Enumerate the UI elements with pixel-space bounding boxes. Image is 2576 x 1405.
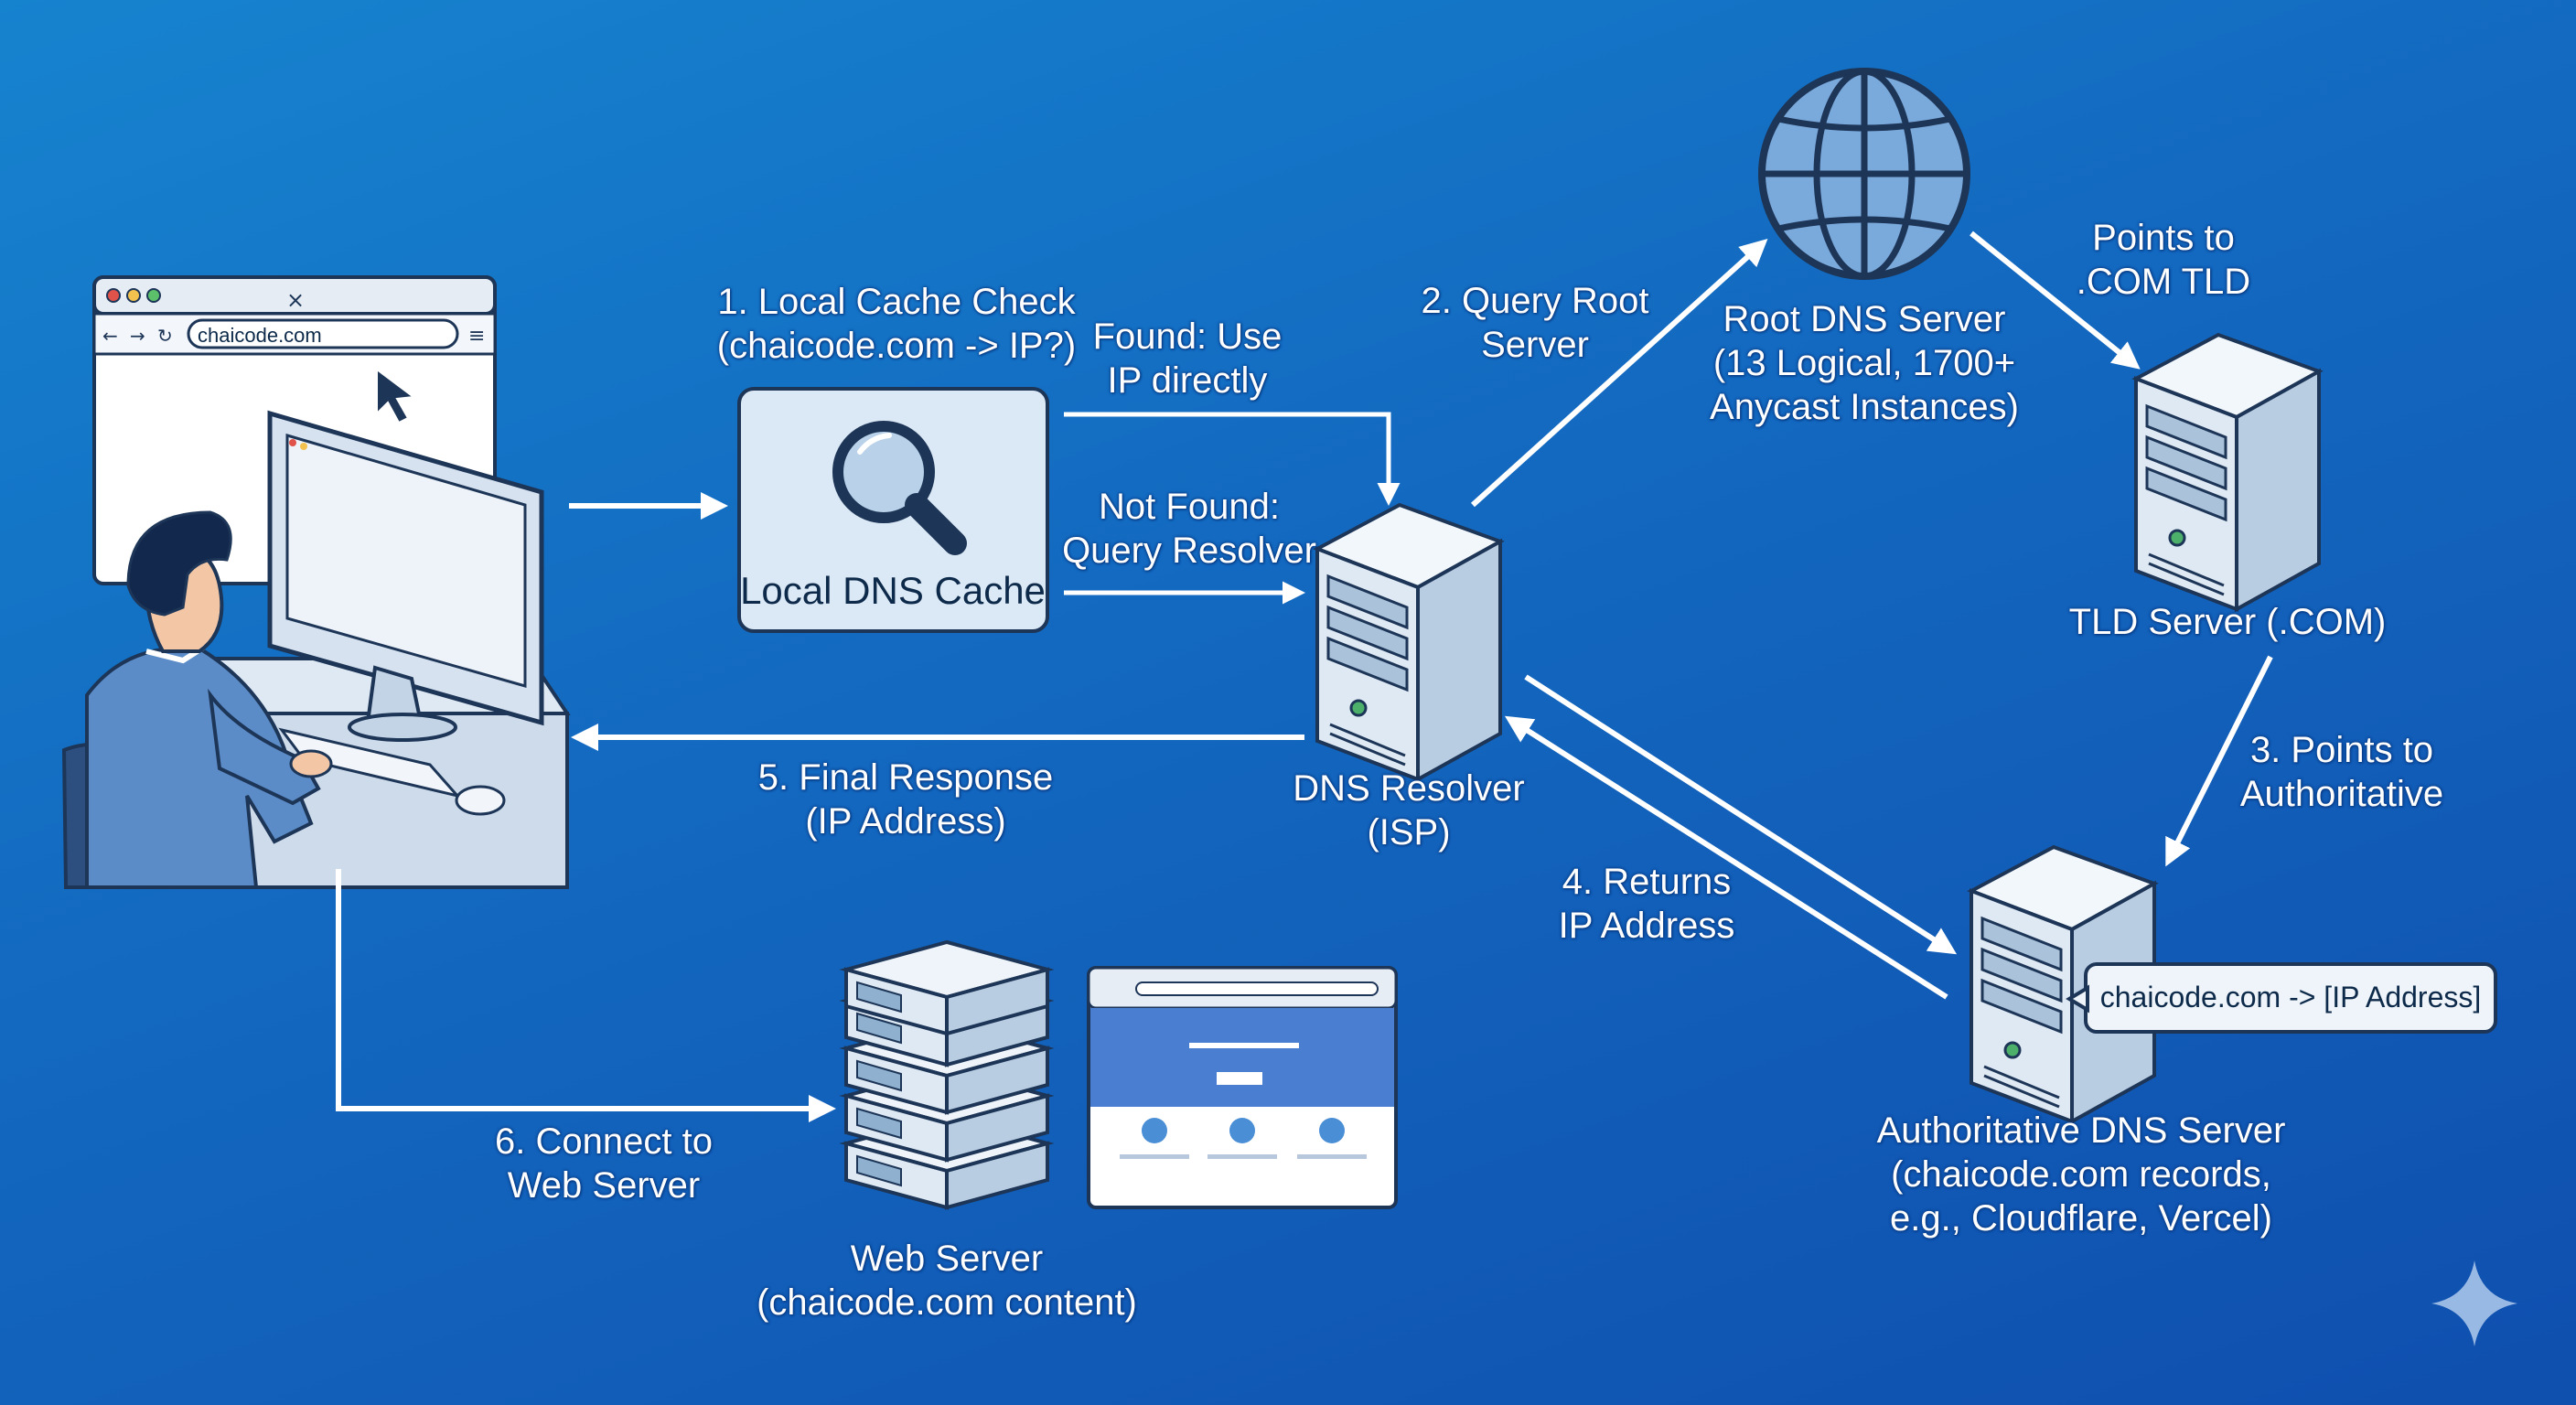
browser-url: chaicode.com <box>198 324 322 347</box>
points-tld-label: Points to .COM TLD <box>2076 218 2251 302</box>
monitor-icon <box>267 410 544 742</box>
authoritative-server-label: Authoritative DNS Server (chaicode.com r… <box>1876 1110 2286 1239</box>
resolver-label: DNS Resolver (ISP) <box>1293 768 1525 853</box>
record-callout-text: chaicode.com -> [IP Address] <box>2100 981 2482 1014</box>
svg-text:×: × <box>286 287 305 313</box>
step3-label: 3. Points to Authoritative <box>2239 730 2444 814</box>
step5-label: 5. Final Response (IP Address) <box>757 757 1054 842</box>
web-server-label: Web Server (chaicode.com content) <box>757 1239 1137 1323</box>
arrow-resolver-to-root <box>1470 238 1768 508</box>
globe-icon <box>1758 68 1970 280</box>
arrow-tld-to-authoritative <box>2165 655 2273 867</box>
not-found-label: Not Found: Query Resolver <box>1062 487 1316 571</box>
svg-text:→: → <box>130 325 145 347</box>
server-stack-icon <box>844 940 1049 1209</box>
local-dns-cache-label: Local DNS Cache <box>740 569 1046 612</box>
magnifier-icon <box>832 421 967 555</box>
svg-text:←: ← <box>102 325 118 347</box>
arrow-root-to-tld <box>1970 231 2141 370</box>
root-server-label: Root DNS Server (13 Logical, 1700+ Anyca… <box>1710 299 2019 427</box>
arrow-authoritative-to-resolver <box>1504 715 1948 1000</box>
user-icon <box>61 410 571 889</box>
arrow-resolver-to-authoritative <box>1524 674 1958 955</box>
step4-label: 4. Returns IP Address <box>1558 862 1735 946</box>
website-preview-icon <box>1087 966 1398 1209</box>
tld-server-icon <box>2134 333 2321 611</box>
svg-text:≡: ≡ <box>468 325 485 348</box>
sparkle-icon <box>2431 1260 2517 1346</box>
arrow-connect-web-server <box>336 869 836 1122</box>
found-label: Found: Use IP directly <box>1092 316 1283 401</box>
arrow-found <box>1064 412 1401 506</box>
tld-server-label: TLD Server (.COM) <box>2068 602 2387 642</box>
step1-label: 1. Local Cache Check (chaicode.com -> IP… <box>716 282 1077 366</box>
step6-label: 6. Connect to Web Server <box>495 1121 713 1206</box>
record-callout <box>2066 962 2497 1034</box>
dns-resolver-server-icon <box>1315 503 1502 781</box>
svg-text:↻: ↻ <box>157 325 173 347</box>
step2-label: 2. Query Root Server <box>1421 281 1649 365</box>
